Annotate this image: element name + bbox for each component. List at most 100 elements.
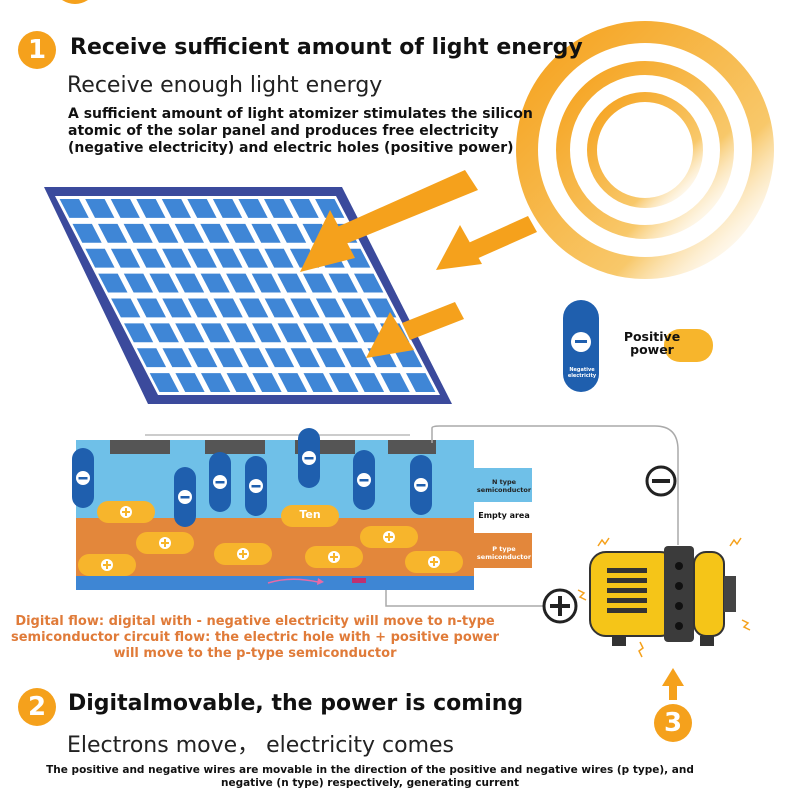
panel-cell — [406, 373, 436, 392]
panel-cell — [264, 199, 294, 218]
panel-cell — [252, 323, 282, 343]
panel-cell — [187, 248, 217, 268]
panel-cell — [110, 248, 141, 268]
panel-cell — [238, 248, 269, 268]
electron — [410, 455, 432, 515]
panel-cell — [329, 373, 359, 392]
semiconductor-block — [72, 428, 532, 590]
hole — [305, 546, 363, 568]
step-1-number: 1 — [27, 35, 47, 65]
panel-cell — [238, 199, 268, 218]
panel-cell — [136, 199, 166, 218]
n-type-label-box — [474, 468, 532, 502]
electron — [353, 450, 375, 510]
panel-cell — [161, 199, 191, 218]
panel-cell — [303, 323, 333, 343]
panel-cell — [136, 348, 167, 368]
panel-cell — [111, 298, 141, 318]
hole — [97, 501, 155, 523]
p-type-label-box — [474, 533, 532, 568]
hole — [136, 532, 194, 554]
panel-cell — [200, 273, 230, 293]
hole — [78, 554, 136, 576]
plus-icon — [542, 588, 578, 624]
step-2-title: Digitalmovable, the power is coming — [68, 691, 524, 716]
step-3-number: 3 — [663, 708, 683, 738]
step-2-subtitle: Electrons move， electricity comes — [67, 733, 455, 758]
panel-cell — [393, 348, 423, 368]
panel-cell — [98, 223, 128, 243]
positive-legend-label: Positive power — [623, 329, 681, 357]
step-1-description: A sufficient amount of light atomizer st… — [68, 106, 533, 156]
panel-cell — [187, 199, 217, 218]
panel-cell — [277, 373, 308, 392]
panel-cell — [341, 348, 372, 368]
panel-cell — [226, 323, 256, 343]
panel-cell — [251, 223, 281, 243]
panel-cell — [213, 298, 243, 318]
panel-cell — [380, 373, 410, 392]
step-2-number: 2 — [27, 692, 47, 722]
positive-legend-pill — [664, 329, 713, 362]
contact-1 — [110, 440, 170, 454]
step-3-badge: 3 — [654, 704, 692, 742]
step-1-badge: 1 — [18, 31, 56, 69]
electron — [245, 456, 267, 516]
top-fragment — [62, 0, 88, 4]
panel-cell — [303, 373, 333, 392]
panel-cell — [277, 273, 307, 293]
electron — [72, 448, 94, 508]
hole-group — [78, 501, 463, 576]
electron — [174, 467, 196, 527]
contact-2 — [205, 440, 265, 454]
step-2-description: The positive and negative wires are mova… — [46, 764, 694, 789]
panel-cell — [354, 373, 385, 392]
panel-cell — [200, 223, 230, 243]
panel-cell — [162, 248, 192, 268]
panel-cell — [123, 223, 153, 243]
panel-cell — [213, 248, 243, 268]
panel-cell — [316, 348, 346, 368]
panel-cell — [174, 223, 204, 243]
electron — [298, 428, 320, 488]
light-arrow-1 — [300, 170, 478, 272]
panel-cell — [354, 273, 384, 293]
panel-cell — [123, 273, 154, 293]
panel-cell — [302, 273, 333, 293]
panel-cell — [175, 323, 205, 343]
hole — [281, 505, 339, 527]
panel-cell — [277, 223, 307, 243]
step-1-subtitle: Receive enough light energy — [67, 73, 383, 98]
sun — [516, 21, 774, 279]
electron-group — [72, 428, 432, 527]
hole — [214, 543, 272, 565]
panel-cell — [251, 273, 281, 293]
light-arrow-3 — [366, 302, 464, 358]
panel-cell — [85, 199, 115, 218]
panel-cell — [277, 323, 307, 343]
empty-area-label: Empty area — [478, 511, 530, 520]
panel-cell — [98, 273, 128, 293]
panel-cell — [226, 373, 256, 392]
up-arrow — [662, 668, 684, 700]
panel-cell — [188, 348, 218, 368]
light-arrows — [300, 170, 537, 358]
panel-cell — [226, 273, 256, 293]
panel-cell — [328, 273, 358, 293]
panel-cell — [110, 199, 140, 218]
contact-4 — [388, 440, 436, 454]
panel-cell — [290, 348, 320, 368]
panel-cell — [200, 323, 231, 343]
panel-cell — [341, 298, 371, 318]
panel-cell — [124, 323, 154, 343]
light-arrow-2 — [436, 216, 537, 270]
panel-cell — [290, 298, 320, 318]
panel-cell — [315, 199, 345, 218]
panel-cell — [213, 348, 243, 368]
panel-cell — [225, 223, 256, 243]
panel-cell — [59, 199, 89, 218]
panel-cells — [59, 199, 436, 392]
panel-cell — [85, 248, 115, 268]
step-2-badge: 2 — [18, 688, 56, 726]
